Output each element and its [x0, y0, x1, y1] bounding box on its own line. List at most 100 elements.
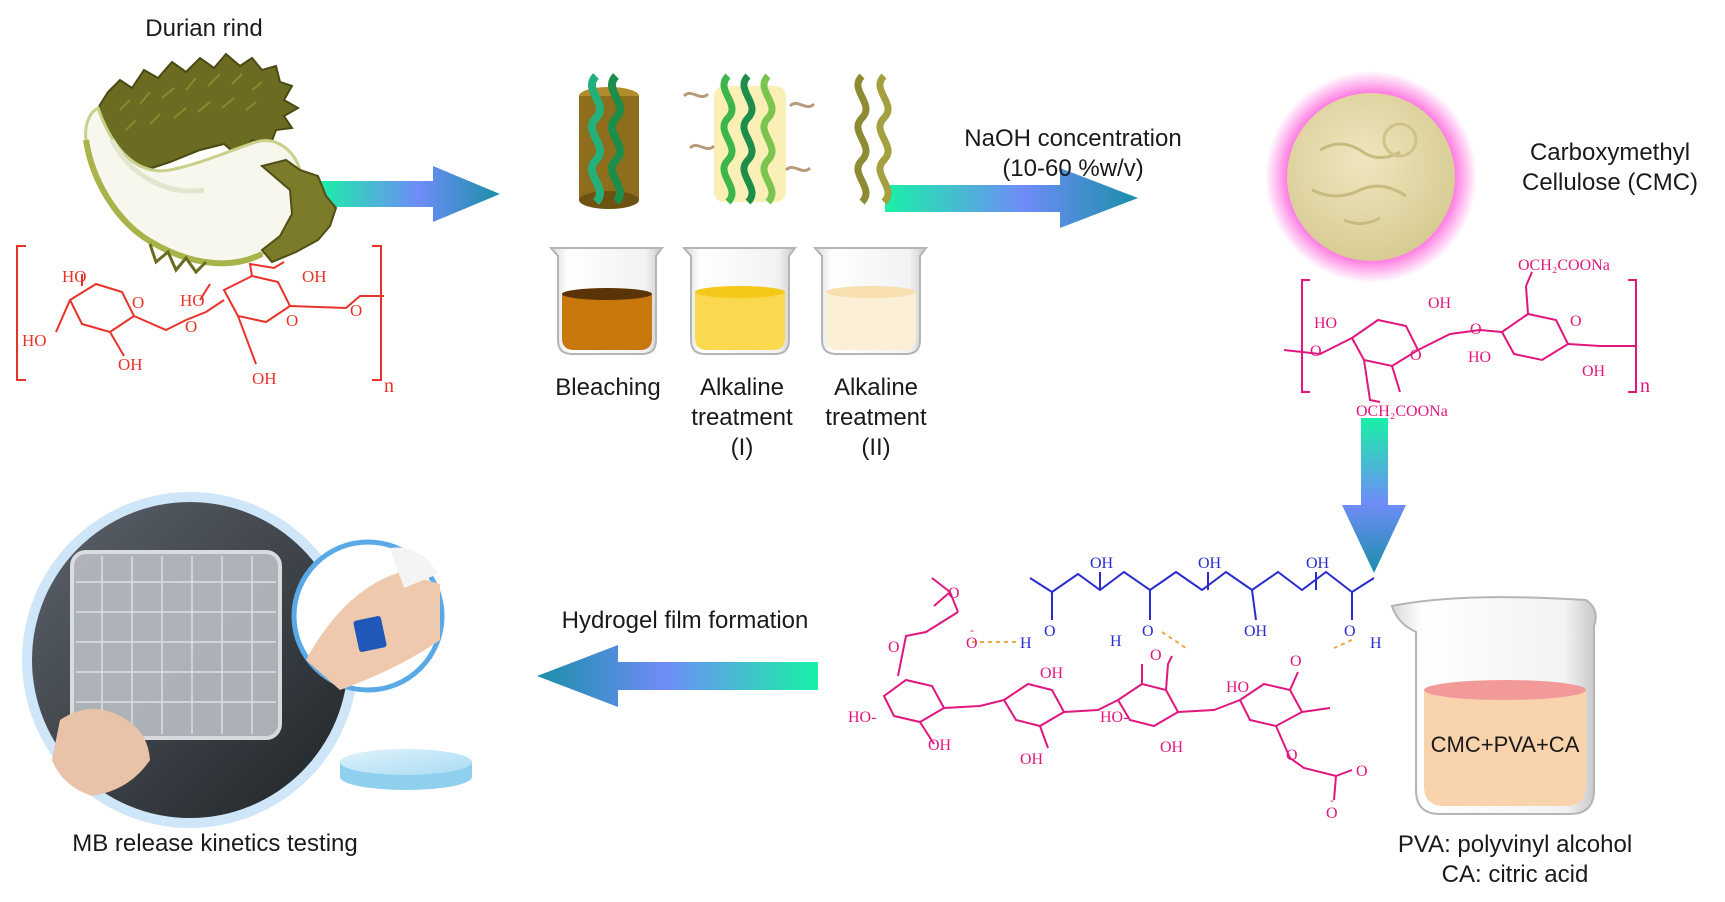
xcmc-oh-4: OH — [1160, 739, 1184, 756]
naoh-line-2: (10-60 %w/v) — [1002, 155, 1144, 182]
crosslinked-cmc-labels: O O - O HO- OH OH OH HO- OH O HO O O O O… — [848, 585, 1368, 822]
naoh-concentration-label: NaOH concentration (10-60 %w/v) — [948, 124, 1198, 184]
pva-oh-3: OH — [1306, 555, 1330, 572]
arrow-raw-to-pretreatment — [318, 166, 500, 222]
abbreviation-legend: PVA: polyvinyl alcohol CA: citric acid — [1380, 830, 1650, 890]
beaker-mixture — [1390, 596, 1597, 815]
xcmc-oh-1: OH — [928, 737, 952, 754]
cellulose-ho-1: HO — [62, 267, 87, 286]
cellulose-oh-2: OH — [302, 267, 327, 286]
naoh-line-1: NaOH concentration — [964, 125, 1182, 152]
bleaching-label-line-1: Bleaching — [555, 374, 661, 401]
legend-ca: CA: citric acid — [1441, 861, 1589, 888]
alkaline-2-line-2: treatment — [825, 404, 927, 431]
beaker-alkaline-2 — [812, 247, 928, 355]
arrow-cmc-to-mixture — [1342, 418, 1406, 573]
cellulose-labels: HO HO O OH O HO OH O OH O n — [22, 267, 394, 397]
xcmc-o-carbonyl-2: O — [1356, 763, 1368, 780]
cmc-labels: OCH₂COONa HO OH O O O O HO OH OCH₂COONa … — [1310, 257, 1650, 420]
pva-oh-1: OH — [1090, 555, 1114, 572]
crosslinked-cmc-chain — [882, 577, 1353, 801]
cmc-o-left: O — [1310, 343, 1322, 360]
arrow-pretreatment-to-cmc — [885, 168, 1138, 228]
bracket-left — [16, 245, 26, 381]
bracket-left — [1301, 279, 1310, 393]
xcmc-ho-3: HO — [1226, 679, 1249, 696]
fiber-bundle-icon-alkaline-1 — [682, 73, 816, 205]
durian-rind-label: Durian rind — [145, 15, 263, 42]
pva-o-3: O — [1344, 623, 1356, 640]
cellulose-o-end: O — [350, 301, 362, 320]
xcmc-ho-2: HO- — [1100, 709, 1128, 726]
pva-h-3: H — [1370, 635, 1382, 652]
xcmc-o-ether-4: O — [1286, 747, 1298, 764]
cellulose-ho-3: HO — [180, 291, 205, 310]
cmc-oh-2: OH — [1582, 363, 1606, 380]
pva-o-2: O — [1142, 623, 1154, 640]
beaker-bleaching — [548, 247, 664, 355]
cellulose-ho-2: HO — [22, 331, 47, 350]
pva-o-1: O — [1044, 623, 1056, 640]
bracket-right — [372, 245, 382, 381]
mixture-beaker-text: CMC+PVA+CA — [1430, 732, 1580, 757]
alkaline-1-line-3: (I) — [730, 434, 754, 461]
cellulose-structure — [16, 245, 384, 381]
cmc-n: n — [1640, 375, 1650, 397]
durian-rind-photo — [83, 52, 338, 275]
xcmc-o-minus-1: O — [966, 635, 978, 652]
pva-oh-4: OH — [1244, 623, 1268, 640]
xcmc-o-minus-2: O — [1326, 805, 1338, 822]
cellulose-oh-1: OH — [118, 355, 143, 374]
xcmc-o-ether-2: O — [1150, 647, 1162, 664]
xcmc-oh-3: OH — [1020, 751, 1044, 768]
xcmc-minus-2: - — [1330, 793, 1334, 807]
alkaline-1-line-2: treatment — [691, 404, 793, 431]
legend-pva: PVA: polyvinyl alcohol — [1397, 831, 1633, 858]
fiber-bundle-icon-bleaching — [579, 73, 639, 209]
xcmc-o-carbonyl-1: O — [948, 585, 960, 602]
beaker-alkaline-1 — [681, 247, 797, 355]
cellulose-o-link: O — [185, 317, 197, 336]
fiber-bundle-icon-alkaline-2 — [854, 73, 892, 205]
hydrogel-film-formation-label: Hydrogel film formation — [561, 607, 809, 634]
pva-labels: OH OH OH O O OH O H H H — [1020, 555, 1382, 652]
bleaching-label: Bleaching — [548, 373, 668, 403]
alkaline-2-line-1: Alkaline — [833, 374, 919, 401]
cellulose-o-ring-1: O — [132, 293, 144, 312]
cmc-label: Carboxymethyl Cellulose (CMC) — [1510, 138, 1710, 198]
cmc-o-link: O — [1470, 321, 1482, 338]
cmc-label-line-2: Cellulose (CMC) — [1521, 169, 1699, 196]
xcmc-o-ether-1: O — [888, 639, 900, 656]
xcmc-minus-1: - — [970, 623, 974, 637]
cellulose-oh-3: OH — [252, 369, 277, 388]
cmc-label-line-1: Carboxymethyl — [1529, 139, 1691, 166]
cellulose-n: n — [384, 375, 394, 397]
cmc-och2coona-bottom: OCH₂COONa — [1356, 403, 1448, 420]
xcmc-o-ether-3: O — [1290, 653, 1302, 670]
alkaline-treatment-1-label: Alkaline treatment (I) — [682, 373, 802, 463]
cmc-o-ring-2: O — [1570, 313, 1582, 330]
cmc-powder-photo — [1265, 71, 1477, 283]
alkaline-1-line-1: Alkaline — [699, 374, 785, 401]
hydrogen-bonds — [972, 631, 1353, 649]
cmc-ho-1: HO — [1314, 315, 1337, 332]
cellulose-o-ring-2: O — [286, 311, 298, 330]
pva-h-1: H — [1020, 635, 1032, 652]
pva-h-2: H — [1110, 633, 1122, 650]
mb-release-testing-label: MB release kinetics testing — [72, 830, 358, 857]
cmc-o-ring-1: O — [1410, 347, 1422, 364]
xcmc-oh-2: OH — [1040, 665, 1064, 682]
hydrogel-film-photo — [22, 492, 472, 828]
cmc-oh-1: OH — [1428, 295, 1452, 312]
cmc-och2coona-top: OCH₂COONa — [1518, 257, 1610, 274]
bracket-right — [1628, 279, 1637, 393]
pva-chain — [1029, 570, 1375, 621]
cmc-ho-2: HO — [1468, 349, 1491, 366]
xcmc-ho-1: HO- — [848, 709, 876, 726]
cmc-structure — [1283, 271, 1637, 403]
pva-oh-2: OH — [1198, 555, 1222, 572]
alkaline-2-line-3: (II) — [861, 434, 891, 461]
arrow-mixture-to-film — [537, 645, 818, 707]
alkaline-treatment-2-label: Alkaline treatment (II) — [816, 373, 936, 463]
